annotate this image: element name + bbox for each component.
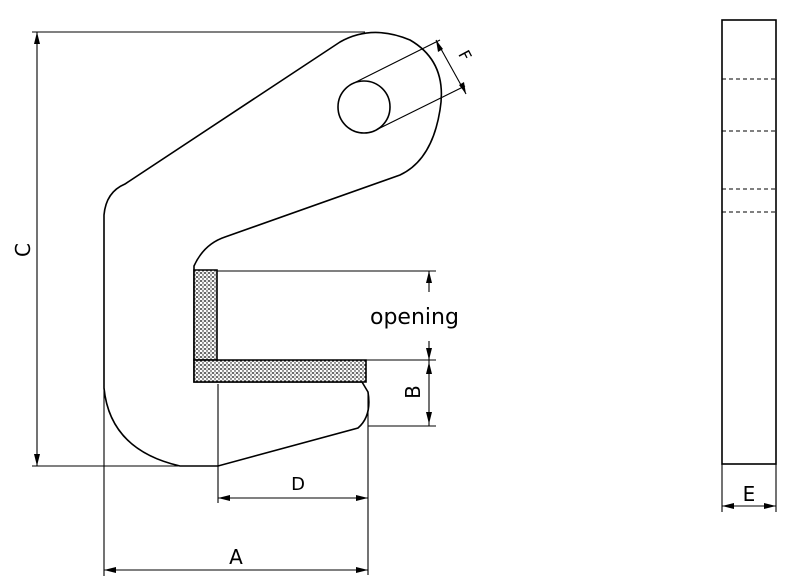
label-e: E xyxy=(743,482,756,506)
side-view xyxy=(721,19,777,512)
label-b: B xyxy=(401,385,425,399)
dimension-e xyxy=(722,503,776,509)
label-f: F xyxy=(454,47,475,64)
dimension-c xyxy=(32,31,365,467)
dimension-a xyxy=(103,388,368,576)
dimension-opening xyxy=(217,270,436,361)
dimension-b xyxy=(368,360,436,427)
dimension-d xyxy=(217,384,369,575)
label-c: C xyxy=(11,243,35,257)
label-a: A xyxy=(229,545,243,569)
label-opening: opening xyxy=(370,305,459,330)
label-d: D xyxy=(291,474,305,495)
pin-hole xyxy=(337,80,391,134)
jaw-pad-vertical xyxy=(193,269,218,361)
dimension-f xyxy=(435,39,467,95)
clamp-body-outline xyxy=(103,31,443,467)
jaw-pad-horizontal xyxy=(193,359,367,383)
